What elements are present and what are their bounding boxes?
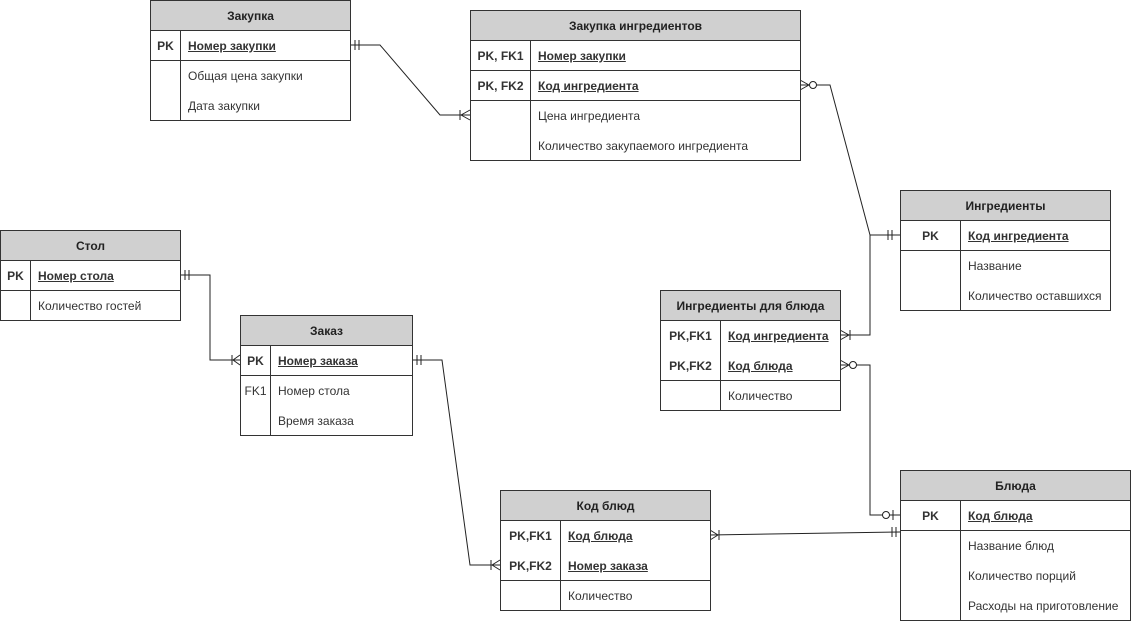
attribute: Количество закупаемого ингредиента (538, 139, 749, 153)
key-label: PK (922, 509, 939, 523)
attribute: Количество гостей (38, 299, 142, 313)
entity-title: Ингредиенты для блюда (661, 291, 840, 321)
attribute-primary-key: Номер стола (38, 269, 114, 283)
attribute-primary-key: Код ингредиента (968, 229, 1069, 243)
key-label: FK1 (244, 384, 267, 398)
attribute: Цена ингредиента (538, 109, 641, 123)
attribute-primary-key: Код ингредиента (728, 329, 829, 343)
attribute-primary-key: Номер закупки (188, 39, 276, 53)
attribute: Количество (568, 589, 633, 603)
key-label: PK,FK1 (509, 529, 552, 543)
attribute-primary-key: Код блюда (568, 529, 633, 543)
key-label: PK (247, 354, 264, 368)
entity-blyuda[interactable]: Блюда PK Код блюда Название блюд Количес… (900, 470, 1131, 621)
key-label: PK,FK2 (509, 559, 552, 573)
entity-ingr-dlya-blyuda[interactable]: Ингредиенты для блюда PK,FK1 Код ингреди… (660, 290, 841, 411)
entity-kod-blyud[interactable]: Код блюд PK,FK1 Код блюда PK,FK2 Номер з… (500, 490, 711, 611)
attribute: Количество оставшихся (968, 289, 1102, 303)
key-label: PK (157, 39, 174, 53)
attribute: Номер стола (278, 384, 350, 398)
attribute-primary-key: Код блюда (728, 359, 793, 373)
relationship-blyuda-kod-blyud (709, 527, 901, 541)
attribute: Количество (728, 389, 793, 403)
relationship-ingredienty-ingr-dlya-blyuda (839, 234, 900, 341)
entity-title: Закупка (151, 1, 350, 31)
key-label: PK,FK1 (669, 329, 712, 343)
attribute: Количество порций (968, 569, 1076, 583)
relationship-zakaz-kod-blyud (412, 355, 501, 571)
entity-title: Код блюд (501, 491, 710, 521)
relationship-blyuda-ingr-dlya-blyuda (839, 359, 900, 520)
attribute-primary-key: Номер заказа (278, 354, 358, 368)
attribute-primary-key: Код блюда (968, 509, 1033, 523)
attribute-primary-key: Код ингредиента (538, 79, 639, 93)
attribute: Название блюд (968, 539, 1055, 553)
attribute: Общая цена закупки (188, 69, 303, 83)
key-label: PK (7, 269, 24, 283)
relationship-stol-zakaz (180, 270, 241, 366)
attribute: Расходы на приготовление (968, 599, 1119, 613)
entity-title: Ингредиенты (901, 191, 1110, 221)
key-label: PK, FK2 (477, 79, 524, 93)
entity-title: Блюда (901, 471, 1130, 501)
key-label: PK, FK1 (477, 49, 524, 63)
entity-title: Заказ (241, 316, 412, 346)
entity-title: Стол (1, 231, 180, 261)
attribute-primary-key: Номер закупки (538, 49, 626, 63)
entity-zakupka[interactable]: Закупка PK Номер закупки Общая цена заку… (150, 0, 351, 121)
entity-ingredienty[interactable]: Ингредиенты PK Код ингредиента Название … (900, 190, 1111, 311)
relationship-zakupka-zakupka-ingr (350, 40, 471, 121)
key-label: PK,FK2 (669, 359, 712, 373)
entity-zakupka-ingr[interactable]: Закупка ингредиентов PK, FK1 Номер закуп… (470, 10, 801, 161)
entity-stol[interactable]: Стол PK Номер стола Количество гостей (0, 230, 181, 321)
attribute-primary-key: Номер заказа (568, 559, 648, 573)
attribute: Дата закупки (188, 99, 260, 113)
attribute: Время заказа (278, 414, 354, 428)
entity-zakaz[interactable]: Заказ PK Номер заказа FK1 Номер стола Вр… (240, 315, 413, 436)
relationship-ingredienty-zakupka-ingr (799, 79, 900, 240)
key-label: PK (922, 229, 939, 243)
attribute: Название (968, 259, 1022, 273)
entity-title: Закупка ингредиентов (471, 11, 800, 41)
